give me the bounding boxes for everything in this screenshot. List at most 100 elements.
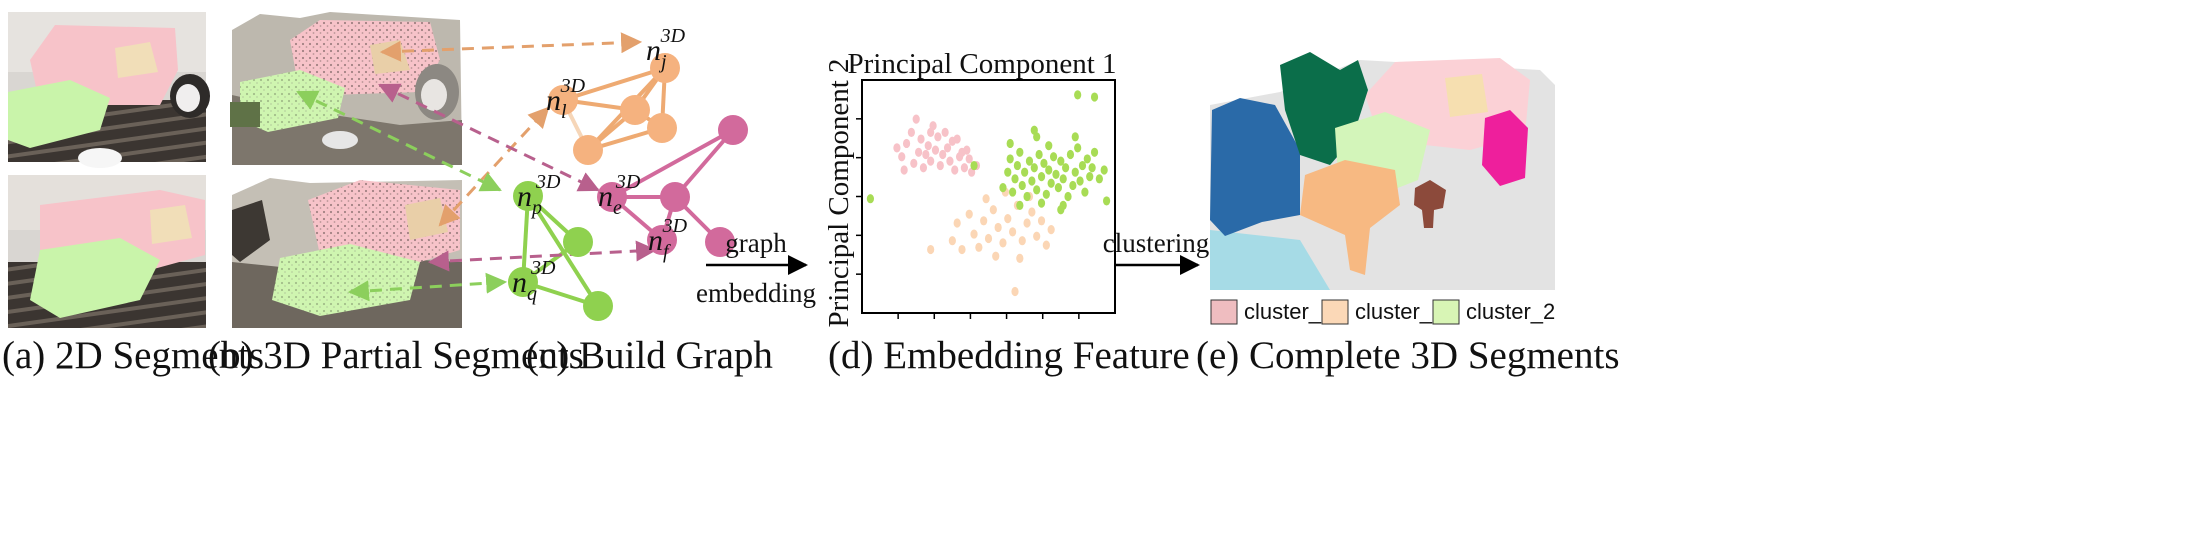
scatter-point-cluster1 — [1028, 207, 1036, 217]
scatter-point-cluster2 — [1071, 167, 1079, 177]
edge — [611, 128, 734, 199]
dashed-arrow-orange-bottom — [438, 106, 550, 227]
pointcloud-top — [230, 12, 462, 165]
caption-c: (c) Build Graph — [526, 334, 773, 377]
scatter-point-cluster2 — [1037, 172, 1046, 182]
scatter-point-cluster2 — [1006, 154, 1014, 164]
panel-a-2d-segments — [8, 12, 210, 328]
scatter-point-cluster2 — [1025, 156, 1034, 166]
panel-c-graph: nj3D nl3D np3D nq3D ne3D nf3D — [296, 25, 748, 321]
scatter-point-cluster2 — [1023, 191, 1031, 202]
y-axis-label: Principal Component 2 — [823, 58, 855, 327]
scatter-point-cluster2 — [1074, 143, 1082, 153]
photo-top — [8, 12, 210, 168]
arrow-label-clustering: clustering — [1103, 228, 1209, 258]
scatter-point-cluster0 — [953, 134, 961, 144]
scatter-point-cluster1 — [958, 244, 966, 255]
node-green — [513, 181, 543, 211]
scatter-point-cluster0 — [910, 158, 918, 168]
segment-cushion — [1445, 74, 1488, 117]
node-magenta — [660, 182, 690, 212]
scatter-point-cluster1 — [1018, 236, 1026, 246]
scatter-point-cluster0 — [965, 154, 973, 164]
scatter-point-cluster1 — [1023, 218, 1031, 228]
scatter-point-cluster1 — [1016, 253, 1024, 263]
scatter-point-cluster2 — [1059, 174, 1067, 184]
node-green — [583, 291, 613, 321]
scatter-point-cluster0 — [922, 149, 930, 160]
scatter-point-cluster0 — [931, 145, 940, 155]
pointcloud-bottom — [232, 178, 462, 328]
legend-label-cluster0: cluster_0 — [1244, 299, 1333, 324]
node-magenta — [705, 227, 735, 257]
scatter-point-cluster2 — [1078, 160, 1087, 171]
scatter-point-cluster2 — [1045, 165, 1053, 175]
scatter-point-cluster2 — [1033, 132, 1041, 142]
scatter-point-cluster2 — [866, 194, 875, 204]
scatter-point-cluster2 — [1054, 183, 1062, 193]
panel-b-3d-partial — [230, 12, 462, 328]
scatter-point-cluster2 — [999, 183, 1007, 193]
scatter-point-cluster2 — [1057, 205, 1065, 215]
caption-b: (b) 3D Partial Segments — [208, 334, 584, 377]
scatter-point-cluster2 — [1045, 141, 1053, 151]
scatter-point-cluster2 — [1074, 90, 1082, 100]
scatter-point-cluster2 — [1011, 174, 1019, 184]
panel-d-scatter: Principal Component 1 Principal Componen… — [823, 48, 1117, 328]
node-labels: nj3D nl3D np3D nq3D ne3D nf3D — [512, 25, 688, 305]
scatter-point-cluster0 — [902, 138, 911, 149]
scatter-point-cluster2 — [1076, 176, 1084, 186]
scatter-point-cluster2 — [1095, 174, 1103, 184]
node-label-p: np3D — [517, 171, 561, 219]
node-magenta — [597, 182, 627, 212]
scatter-point-cluster2 — [1083, 154, 1091, 164]
scatter-point-cluster1 — [992, 251, 1000, 261]
node-orange — [650, 53, 680, 83]
photo-bottom — [8, 175, 206, 328]
legend-swatch-cluster0 — [1210, 299, 1238, 325]
scatter-point-cluster2 — [1088, 163, 1096, 173]
scatter-point-cluster1 — [948, 236, 956, 246]
legend-swatch-cluster2 — [1432, 299, 1460, 325]
scatter-point-cluster2 — [1102, 196, 1111, 206]
arrow-label-embedding: embedding — [696, 278, 816, 308]
caption-a: (a) 2D Segments — [2, 334, 264, 377]
node-label-q: nq3D — [512, 257, 556, 305]
segment-floor — [1210, 230, 1330, 290]
scatter-point-cluster0 — [898, 152, 906, 162]
segment-orange-table — [1300, 160, 1400, 275]
scatter-point-cluster2 — [1035, 149, 1043, 160]
scatter-point-cluster2 — [1028, 176, 1036, 186]
scatter-point-cluster1 — [1004, 214, 1012, 224]
node-orange — [647, 113, 677, 143]
scatter-point-cluster0 — [934, 132, 942, 142]
scatter-point-cluster2 — [1052, 169, 1060, 179]
scatter-point-cluster2 — [1033, 185, 1041, 195]
scatter-point-cluster0 — [917, 134, 925, 144]
node-magenta — [718, 115, 748, 145]
legend-label-cluster2: cluster_2 — [1466, 299, 1555, 324]
caption-e: (e) Complete 3D Segments — [1196, 334, 1620, 377]
scatter-point-cluster2 — [1018, 180, 1026, 191]
node-label-l: nl3D — [546, 75, 586, 123]
node-label-e: ne3D — [598, 171, 641, 219]
scatter-point-cluster2 — [1016, 147, 1024, 157]
scatter-point-cluster1 — [982, 194, 990, 204]
segment-magenta-object — [1482, 110, 1528, 186]
scatter-point-cluster0 — [936, 160, 944, 171]
scatter-point-cluster1 — [970, 229, 978, 239]
scatter-point-cluster1 — [965, 209, 973, 219]
graph-nodes — [508, 53, 748, 321]
scatter-point-cluster0 — [941, 127, 949, 138]
dashed-arrow-orange-top — [379, 32, 643, 62]
scatter-point-cluster2 — [1090, 92, 1099, 102]
scatter-point-cluster0 — [927, 127, 935, 138]
scatter-point-cluster1 — [1042, 240, 1050, 250]
scatter-point-cluster0 — [919, 163, 928, 173]
scatter-point-cluster0 — [939, 149, 947, 160]
scatter-point-cluster2 — [970, 160, 978, 171]
scatter-point-cluster0 — [960, 163, 969, 173]
dashed-arrow-magenta-bottom — [427, 240, 658, 272]
scatter-point-cluster1 — [1011, 286, 1019, 297]
